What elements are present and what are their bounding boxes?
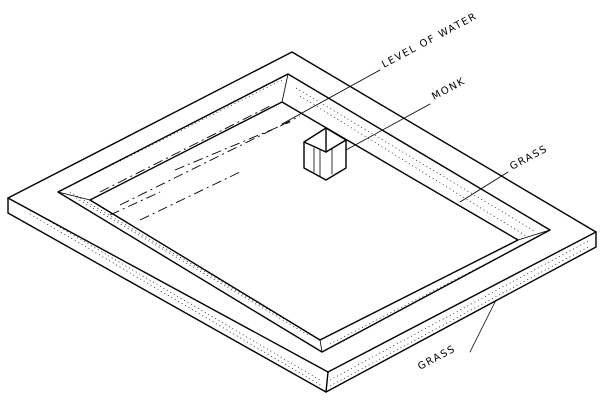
- label-level-of-water: LEVEL OF WATER: [380, 11, 479, 71]
- pond-slopes: [57, 73, 551, 353]
- water-lines: [99, 105, 301, 221]
- outer-bank-face: [7, 197, 597, 393]
- grass-texture: [21, 79, 591, 387]
- leader-lines: [281, 69, 509, 353]
- label-monk: MONK: [430, 76, 467, 103]
- pond-floor: [89, 101, 519, 341]
- label-grass-right: GRASS: [508, 144, 550, 173]
- monk-structure: [303, 127, 347, 181]
- label-grass-bottom: GRASS: [416, 344, 458, 373]
- outer-bank-corner: [325, 371, 329, 393]
- inner-bank-edge: [57, 73, 551, 353]
- outer-bank-edge: [7, 51, 597, 373]
